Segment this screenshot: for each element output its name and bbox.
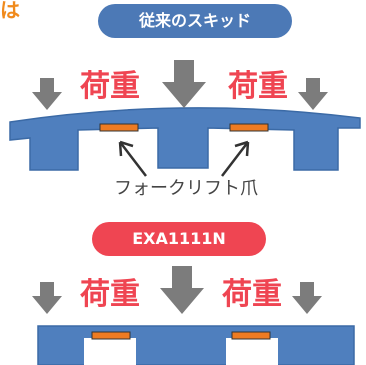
- arrow-down-icon: [32, 282, 62, 314]
- product-pallet: [37, 325, 355, 365]
- fork-tine-product-right: [231, 331, 271, 340]
- arrow-down-icon: [292, 282, 322, 314]
- fork-tine-right: [229, 123, 269, 132]
- load-label-left: 荷重: [80, 69, 140, 104]
- fork-tine-product-left: [91, 331, 131, 340]
- fork-tine-left: [99, 123, 139, 132]
- arrow-down-icon: [160, 266, 204, 314]
- pointer-arrows: [118, 140, 250, 177]
- product-load-label-left: 荷重: [80, 277, 140, 312]
- pointer-arrow-right-icon: [221, 140, 250, 177]
- forklift-tine-label: フォークリフト爪: [114, 178, 258, 199]
- corner-text: は: [0, 0, 20, 22]
- load-arrows-top: [32, 60, 328, 110]
- load-label-right: 荷重: [228, 69, 288, 104]
- product-load-label-right: 荷重: [222, 277, 282, 312]
- pointer-arrow-left-icon: [118, 140, 147, 177]
- arrow-down-icon: [162, 60, 206, 108]
- arrow-down-icon: [298, 78, 328, 110]
- arrow-down-icon: [32, 78, 62, 110]
- load-arrows-bottom: [32, 266, 322, 314]
- conventional-pallet: [9, 107, 361, 171]
- conventional-skid-title: 従来のスキッド: [98, 4, 292, 38]
- product-title: EXA1111N: [92, 222, 266, 256]
